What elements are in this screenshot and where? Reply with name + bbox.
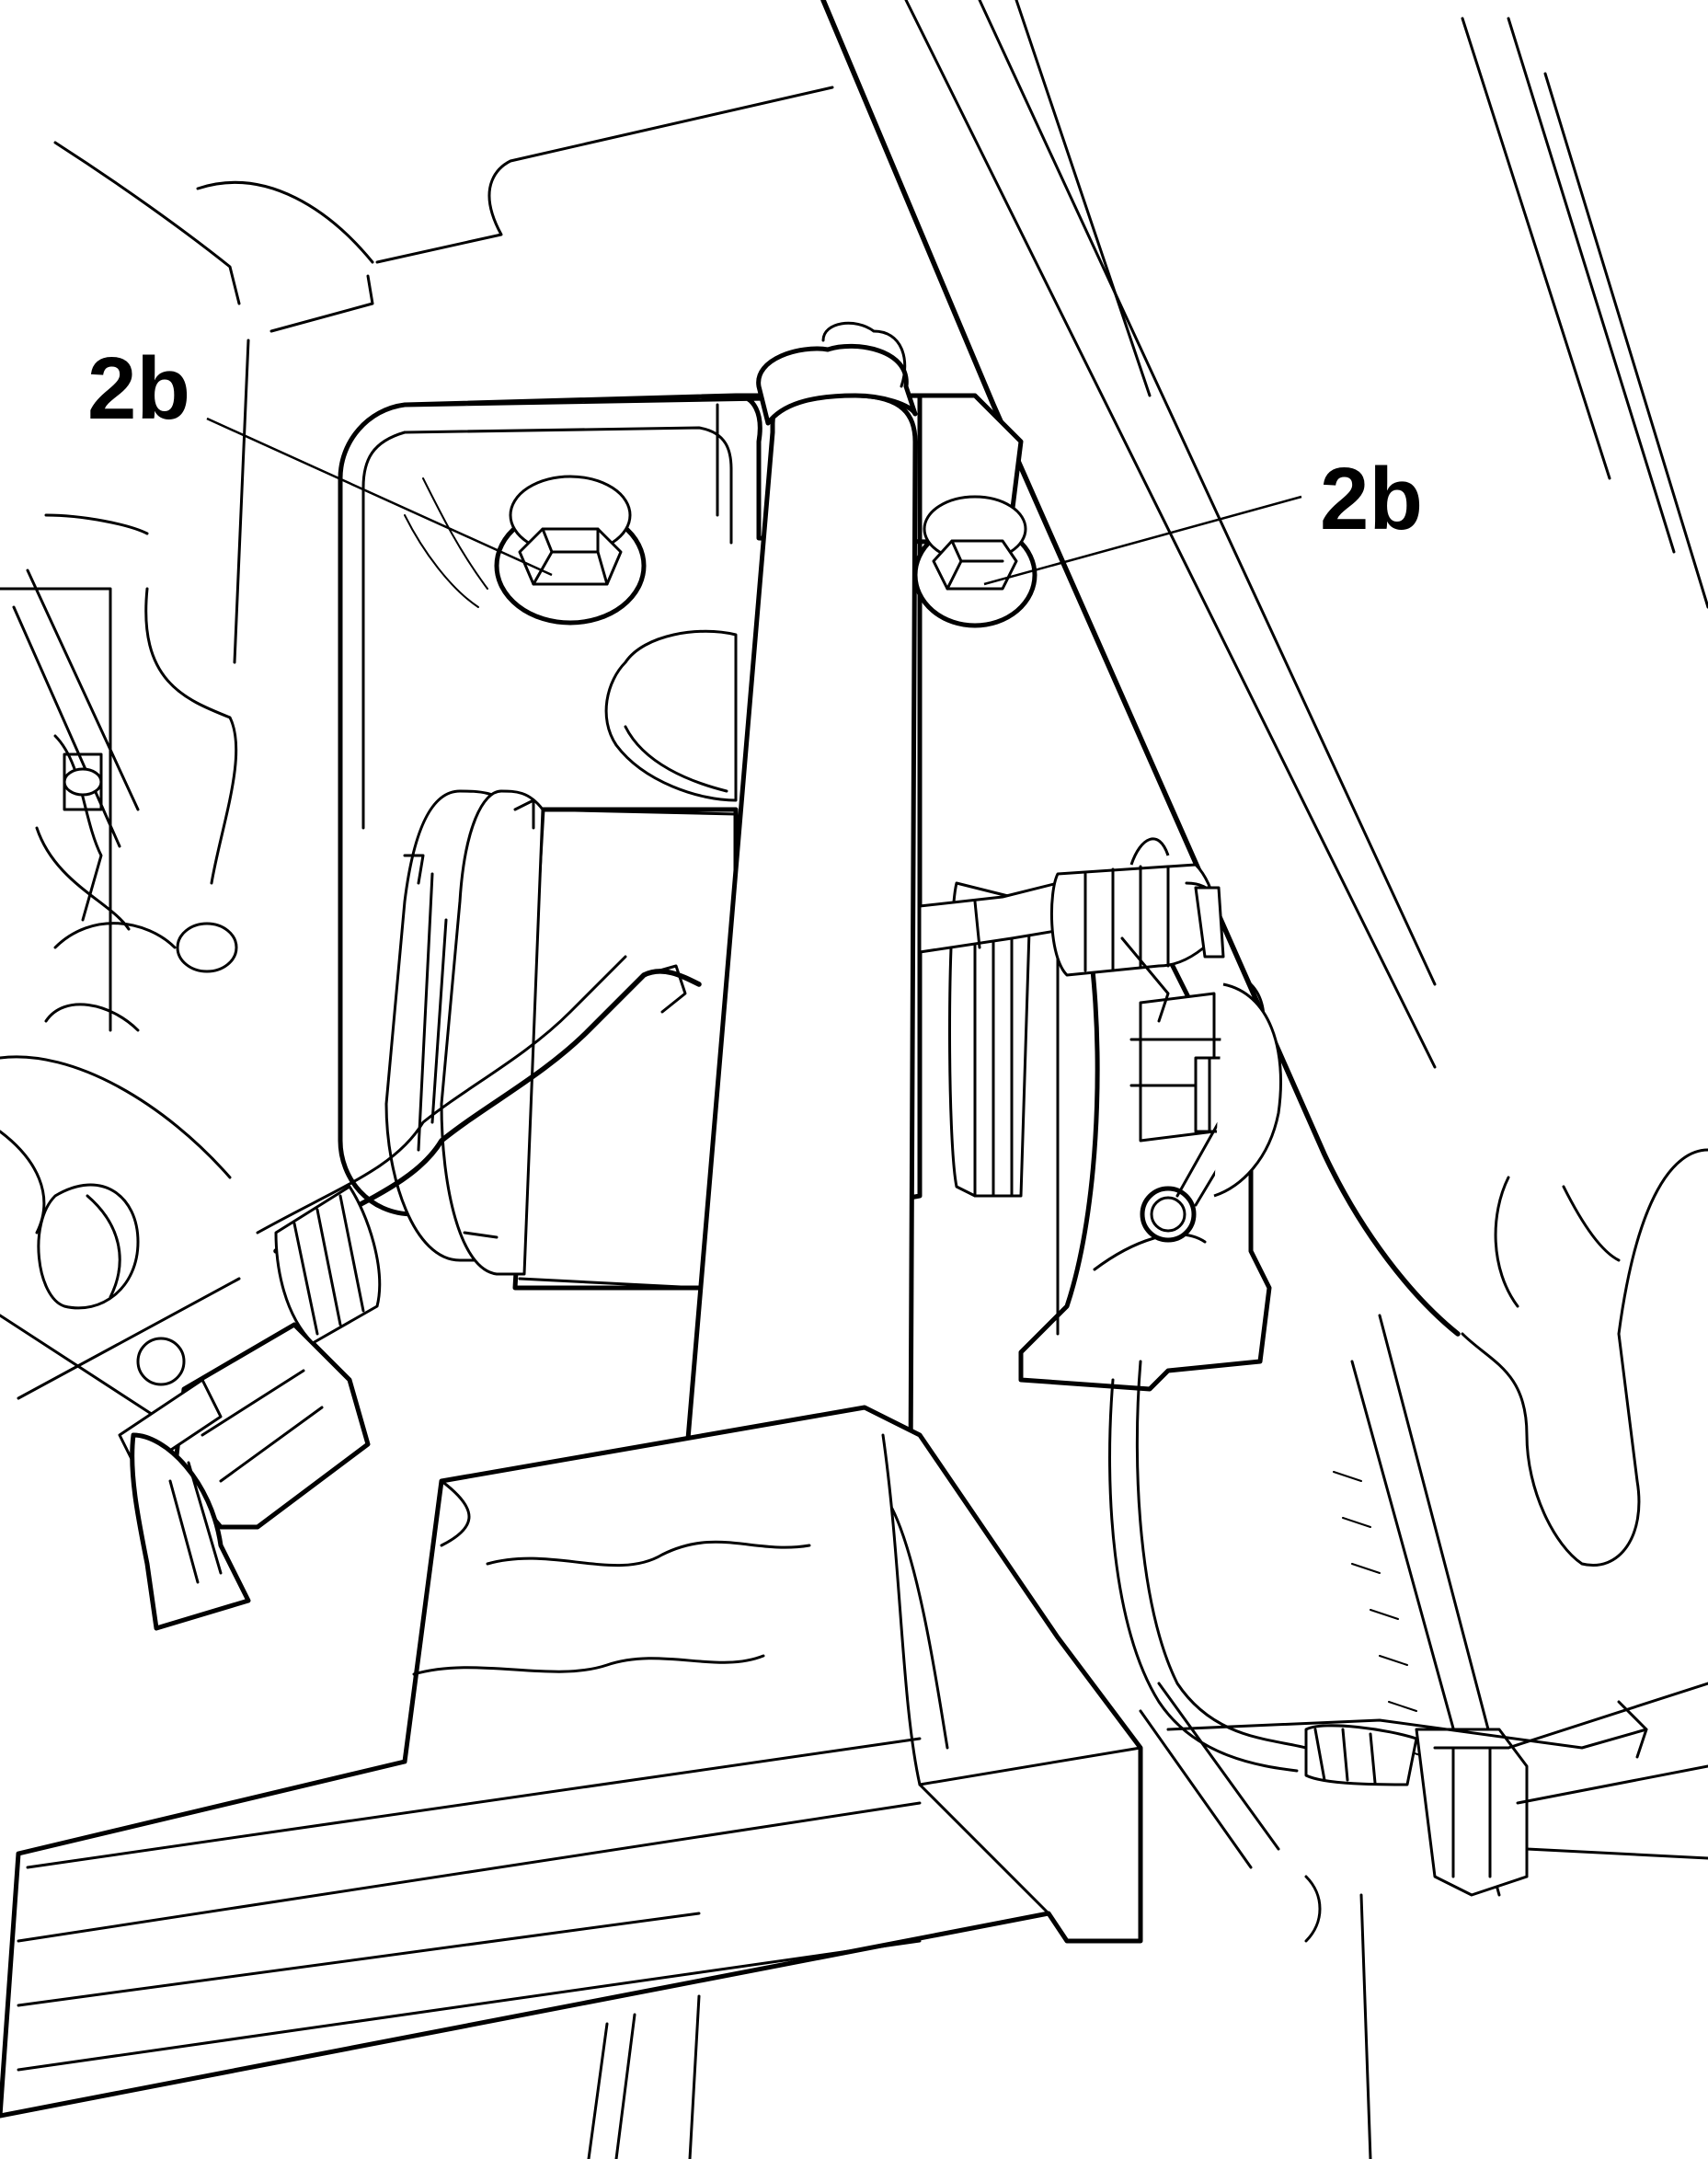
leader-line-right — [983, 495, 1302, 586]
connector — [118, 1185, 382, 1631]
callout-label-right: 2b — [1320, 450, 1423, 548]
cable — [256, 837, 1708, 1897]
callout-leaders — [206, 417, 1302, 586]
background-structure — [0, 86, 834, 1437]
right-assembly — [948, 881, 1282, 1392]
actuator-cylinder — [384, 789, 739, 1291]
vertical-bar — [682, 321, 918, 1475]
leader-line-left — [206, 417, 553, 577]
mounting-bolt-left — [494, 475, 647, 626]
mounting-bolt-right — [912, 495, 1037, 628]
lower-housing — [0, 1405, 1372, 2159]
left-clips — [37, 752, 238, 1310]
callout-label-left: 2b — [87, 339, 190, 438]
